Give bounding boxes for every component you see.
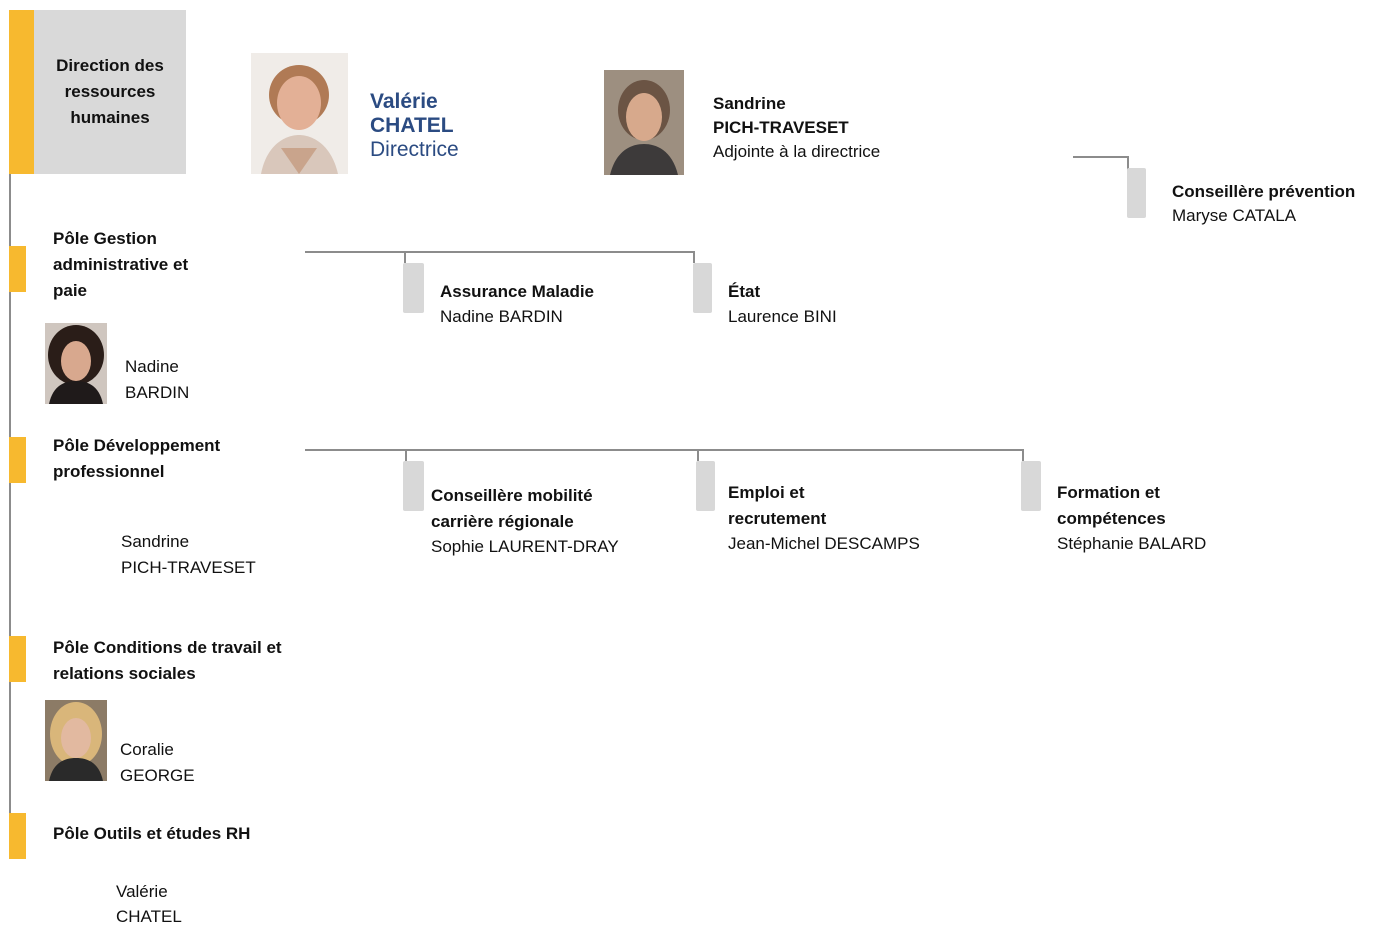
prevention-connector-h xyxy=(1073,156,1129,158)
director-last-name: CHATEL xyxy=(370,114,454,137)
prevention-connector-v xyxy=(1127,156,1129,170)
pole-conditions-head-last: GEORGE xyxy=(120,766,195,785)
deputy-last-name: PICH-TRAVESET xyxy=(713,118,849,137)
unit-emploi-drop xyxy=(697,449,699,461)
pole-dev-head-first: Sandrine xyxy=(121,532,190,551)
pole-conditions-head-photo xyxy=(45,700,107,781)
unit-mobilite-marker xyxy=(403,461,424,511)
department-accent-bar xyxy=(9,10,34,174)
pole-dev-accent-bar xyxy=(9,437,26,483)
deputy-first-name: Sandrine xyxy=(713,94,786,113)
unit-emploi-marker xyxy=(696,461,715,511)
unit-assurance-role: Assurance Maladie xyxy=(440,282,595,301)
pole-outils-head-first: Valérie xyxy=(116,882,168,901)
director-title: Directrice xyxy=(370,138,459,161)
pole-outils-accent-bar xyxy=(9,813,26,859)
unit-etat-marker xyxy=(693,263,712,313)
unit-formation-marker xyxy=(1021,461,1041,511)
pole-conditions-head-first: Coralie xyxy=(120,740,174,759)
pole-gestion-head-first: Nadine xyxy=(125,357,179,376)
unit-mobilite-role: Conseillère mobilité carrière régionale xyxy=(431,486,593,531)
pole-gestion-title: Pôle Gestion administrative et paie xyxy=(53,229,189,300)
unit-emploi-name: Jean-Michel DESCAMPS xyxy=(728,534,920,553)
prevention-name: Maryse CATALA xyxy=(1172,206,1297,225)
pole-gestion-head-last: BARDIN xyxy=(125,383,190,402)
unit-mobilite-drop xyxy=(405,449,407,461)
prevention-role: Conseillère prévention xyxy=(1172,182,1356,201)
deputy-photo xyxy=(604,70,684,175)
org-spine xyxy=(9,10,11,858)
pole-outils-title: Pôle Outils et études RH xyxy=(53,824,251,843)
director-first-name: Valérie xyxy=(370,90,438,113)
unit-etat-drop xyxy=(693,251,695,263)
pole-dev-head-last: PICH-TRAVESET xyxy=(121,558,256,577)
unit-etat-name: Laurence BINI xyxy=(728,307,837,326)
unit-etat-role: État xyxy=(728,282,761,301)
unit-emploi-role: Emploi et recrutement xyxy=(728,483,827,528)
pole-dev-connector xyxy=(305,449,1024,451)
pole-conditions-title: Pôle Conditions de travail et relations … xyxy=(53,638,282,683)
director-photo xyxy=(251,53,348,174)
unit-formation-drop xyxy=(1022,449,1024,461)
prevention-marker xyxy=(1127,168,1146,218)
unit-assurance-marker xyxy=(403,263,424,313)
unit-formation-role: Formation et compétences xyxy=(1057,483,1166,528)
unit-assurance-name: Nadine BARDIN xyxy=(440,307,563,326)
department-box: Direction des ressources humaines xyxy=(34,10,186,174)
pole-gestion-connector xyxy=(305,251,695,253)
pole-outils-head-last: CHATEL xyxy=(116,907,182,926)
unit-assurance-drop xyxy=(404,251,406,263)
pole-gestion-accent-bar xyxy=(9,246,26,292)
department-title: Direction des ressources humaines xyxy=(56,56,164,127)
deputy-title: Adjointe à la directrice xyxy=(713,142,881,161)
pole-dev-title: Pôle Développement professionnel xyxy=(53,436,221,481)
unit-formation-name: Stéphanie BALARD xyxy=(1057,534,1207,553)
pole-gestion-head-photo xyxy=(45,323,107,404)
unit-mobilite-name: Sophie LAURENT-DRAY xyxy=(431,537,619,556)
pole-conditions-accent-bar xyxy=(9,636,26,682)
